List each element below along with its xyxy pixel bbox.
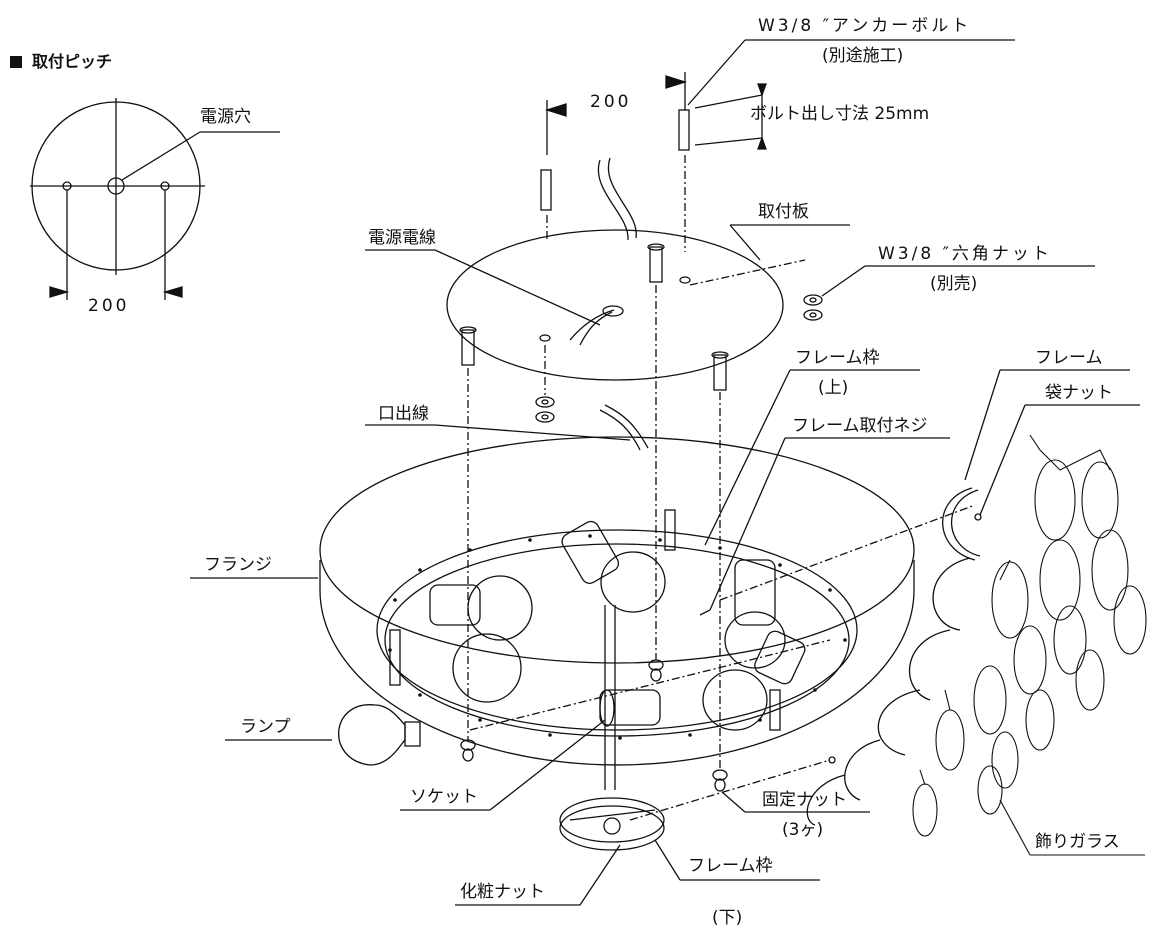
label-bolt-protrusion: ボルト出し寸法 25mm (750, 104, 930, 124)
label-frame-ring-upper-note: (上) (818, 378, 849, 398)
label-frame-ring-lower-note: (下) (712, 908, 743, 928)
label-frame-screw: フレーム取付ネジ (792, 416, 928, 436)
label-anchor-bolt: W3/8 ″アンカーボルト (758, 16, 972, 36)
label-hex-nut-note: (別売) (930, 274, 978, 294)
flange (190, 436, 915, 766)
label-frame-ring-upper: フレーム枠 (795, 348, 880, 368)
frame-rivets (388, 534, 847, 740)
label-fixing-nut: 固定ナット (762, 790, 847, 810)
decorative-glass (912, 434, 1147, 856)
lamp-bulb (225, 704, 421, 766)
sockets (389, 509, 806, 811)
frame-arcs (806, 369, 1140, 826)
label-fixing-nut-note: (3ヶ) (782, 820, 824, 840)
label-lead-wire: 口出線 (378, 404, 429, 424)
label-pitch-dimension: 200 (88, 296, 130, 316)
label-power-wire: 電源電線 (368, 228, 436, 248)
label-frame: フレーム (1035, 348, 1103, 368)
label-hex-nut: W3/8 ″六角ナット (878, 244, 1052, 264)
pitch-section-title: 取付ピッチ (10, 48, 112, 72)
label-top-dimension: 200 (590, 92, 632, 112)
label-power-hole: 電源穴 (200, 107, 251, 127)
mounting-pitch-diagram (30, 98, 280, 300)
assembly-lines (467, 285, 976, 821)
pitch-title-text: 取付ピッチ (32, 52, 113, 71)
label-cap-nut: 袋ナット (1045, 383, 1113, 403)
mounting-plate (365, 224, 850, 391)
label-lamp: ランプ (240, 717, 291, 737)
hex-nuts (535, 259, 1095, 423)
label-flange: フランジ (204, 555, 272, 575)
frame-ring-lower (455, 605, 820, 906)
label-socket: ソケット (410, 787, 478, 807)
label-decorative-nut: 化粧ナット (460, 882, 545, 902)
label-decorative-glass: 飾りガラス (1035, 832, 1120, 852)
label-mounting-plate: 取付板 (758, 202, 809, 222)
label-anchor-bolt-note: (別途施工) (822, 46, 904, 66)
anchor-bolts (540, 39, 1015, 252)
label-frame-ring-lower: フレーム枠 (688, 856, 773, 876)
